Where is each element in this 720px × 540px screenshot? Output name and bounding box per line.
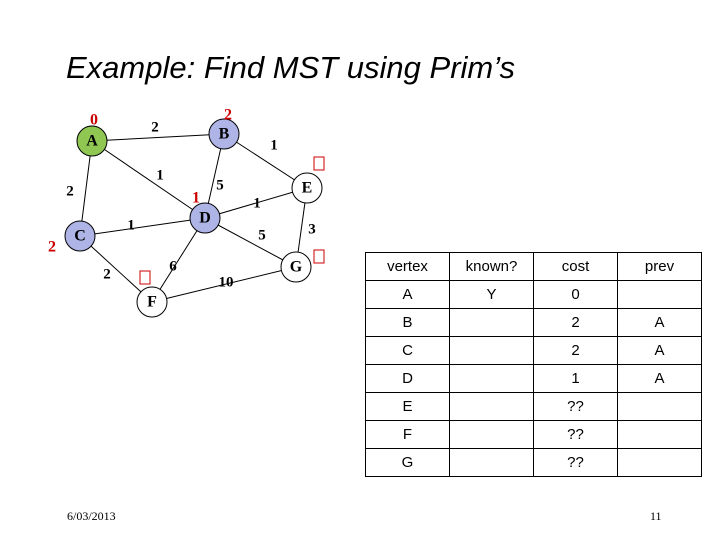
table-header-cell: known? [449,252,534,281]
table-cell: B [365,308,450,337]
table-cell: Y [449,280,534,309]
table-cell: A [617,364,702,393]
edge-weight-a-b: 2 [151,119,159,135]
node-b: B [208,118,240,150]
table-cell [617,280,702,309]
table-cell: E [365,392,450,421]
node-circle [208,118,240,150]
node-circle [189,202,221,234]
table-cell [449,364,534,393]
table-cell: ?? [533,420,618,449]
slide-date: 6/03/2013 [67,509,116,523]
table-cell [617,448,702,477]
node-label: A [86,133,98,150]
table-header-cell: cost [533,252,618,281]
edge-a-c [79,140,93,237]
table-cell: ?? [533,448,618,477]
table-row: E?? [365,392,702,421]
table-cell: A [617,308,702,337]
table-header-cell: vertex [365,252,450,281]
node-g: G [280,251,312,283]
edge-weight-c-d: 1 [127,217,135,233]
slide-page-number: 11 [650,509,662,523]
edge-weight-b-d: 5 [216,177,224,193]
mark-icon-e [313,156,325,171]
node-c: C [64,220,96,252]
node-cost-d: 1 [192,190,200,207]
edge-c-f [79,235,153,303]
node-label: C [74,228,86,245]
table-cell [449,448,534,477]
edge-weight-e-g: 3 [308,221,316,237]
table-cell: 2 [533,336,618,365]
edge-weight-a-c: 2 [66,183,74,199]
edge-weight-f-g: 10 [219,274,234,290]
node-label: G [290,259,303,276]
table-cell: 0 [533,280,618,309]
table-header-cell: prev [617,252,702,281]
node-circle [280,251,312,283]
table-cell [449,336,534,365]
edge-weight-c-f: 2 [103,266,111,282]
edge-b-e [223,133,308,189]
table-cell [449,392,534,421]
table-cell: 1 [533,364,618,393]
node-label: B [219,126,230,143]
table-cell: G [365,448,450,477]
edge-a-b [91,133,225,142]
edge-weight-b-e: 1 [270,137,278,153]
node-label: D [199,210,211,227]
table-cell: 2 [533,308,618,337]
edge-c-d [79,217,206,237]
table-cell: A [365,280,450,309]
node-d: D [189,202,221,234]
edge-weight-d-g: 5 [258,227,266,243]
node-circle [76,125,108,157]
node-cost-b: 2 [224,107,232,124]
edge-a-d [91,140,206,219]
node-circle [64,220,96,252]
table-cell: D [365,364,450,393]
mark-icon-g [313,249,325,264]
node-circle [136,286,168,318]
node-circle [291,172,323,204]
table-cell [449,308,534,337]
edge-d-g [204,217,297,268]
slide-title: Example: Find MST using Prim’s [66,50,516,85]
table-cell: ?? [533,392,618,421]
table-cell [617,420,702,449]
node-cost-a: 0 [90,112,98,129]
table-row: F?? [365,420,702,449]
edge-d-e [204,187,308,219]
node-cost-c: 2 [48,239,56,256]
table-row: G?? [365,448,702,477]
node-label: F [147,294,157,311]
node-e: E [291,172,323,204]
table-cell: F [365,420,450,449]
mark-icon-f [139,270,151,285]
table-cell: C [365,336,450,365]
table-cell [617,392,702,421]
node-a: A [76,125,108,157]
edge-weight-d-f: 6 [169,258,177,274]
edge-weight-d-e: 1 [253,195,261,211]
edge-weight-a-d: 1 [156,167,164,183]
edge-f-g [151,266,297,303]
edge-d-f [151,217,206,303]
node-f: F [136,286,168,318]
table-cell: A [617,336,702,365]
node-label: E [302,180,313,197]
table-cell [449,420,534,449]
